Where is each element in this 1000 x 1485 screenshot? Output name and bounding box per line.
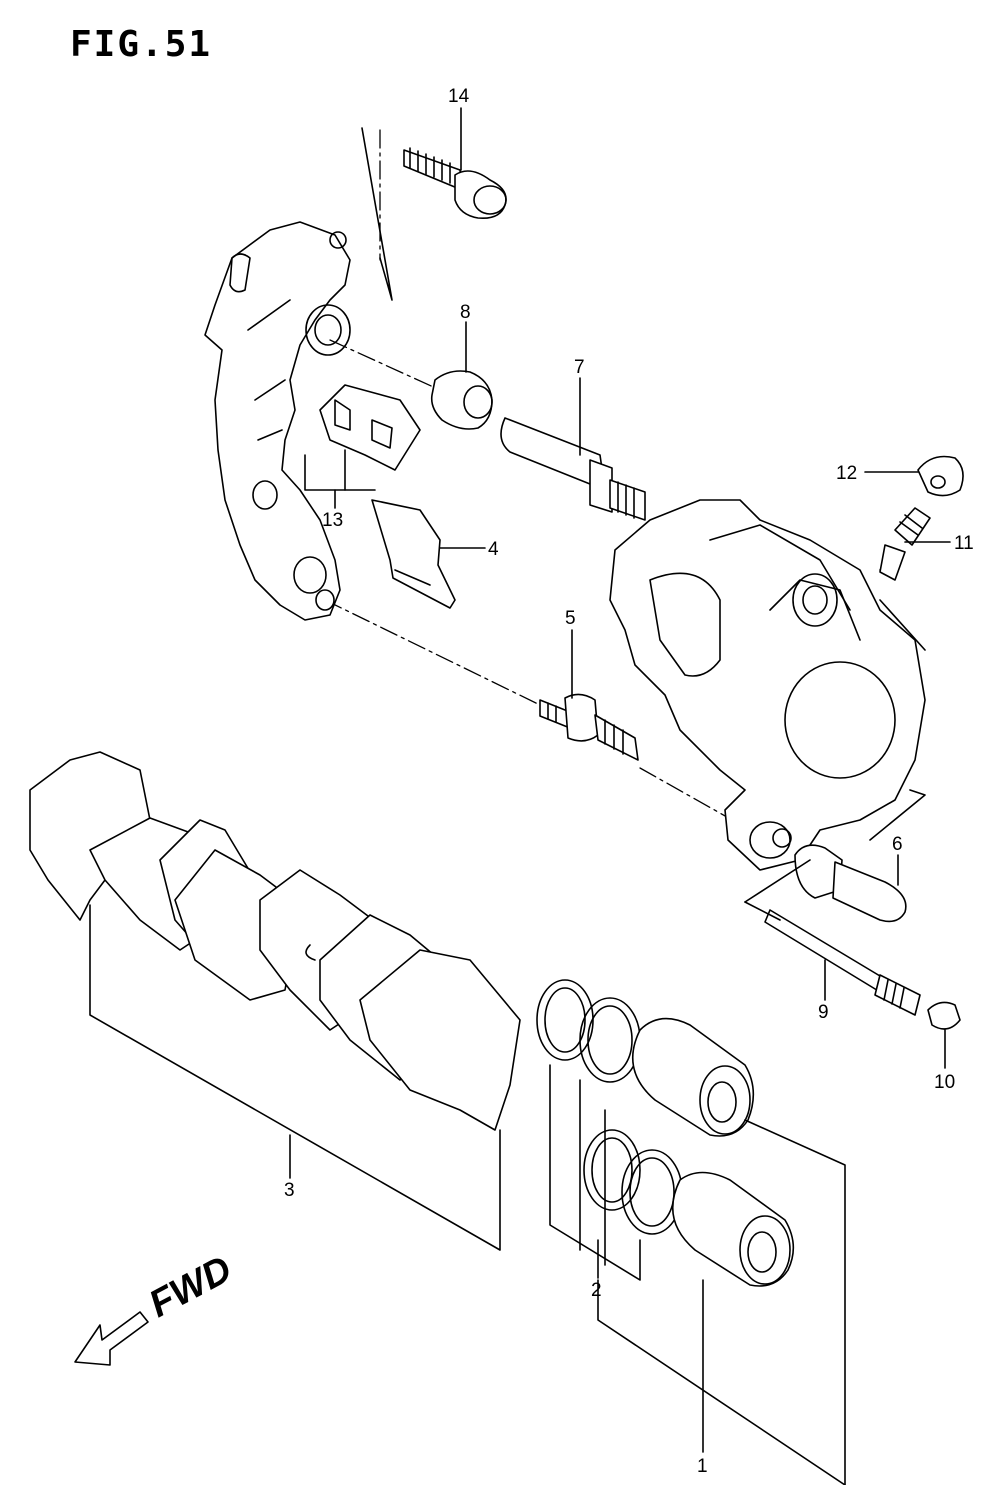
callout-6: 6 (892, 834, 903, 855)
part-1-pistons (632, 1017, 795, 1287)
part-4-shim (371, 499, 456, 609)
fwd-label: FWD (143, 1248, 239, 1326)
callout-8: 8 (460, 302, 471, 323)
part-13-pad-spring (319, 384, 421, 471)
caliper-bracket (204, 221, 351, 621)
callout-10: 10 (934, 1072, 955, 1093)
part-14-bolt (403, 147, 507, 220)
part-11-bleeder (879, 507, 931, 581)
callout-11: 11 (954, 533, 974, 554)
part-2-seals (536, 979, 683, 1235)
forward-direction-indicator: FWD (74, 1248, 239, 1366)
callout-9: 9 (818, 1002, 829, 1023)
caliper-body (609, 499, 926, 871)
part-6-pin (794, 844, 907, 923)
part-12-cap (917, 455, 964, 497)
part-3-brake-pads (29, 751, 521, 1131)
part-5-stud-bolt (539, 693, 639, 761)
callout-5: 5 (565, 608, 576, 629)
figure-title: FIG.51 (70, 24, 213, 65)
part-7-slide-pin (500, 417, 646, 521)
callout-1: 1 (697, 1456, 708, 1477)
callout-2: 2 (591, 1280, 602, 1301)
callout-13: 13 (322, 510, 343, 531)
part-8-boot (430, 370, 493, 430)
callout-3: 3 (284, 1180, 295, 1201)
callout-numbers: 14 8 7 12 11 13 4 5 6 9 10 3 2 1 (284, 86, 974, 1477)
part-10-plug (927, 1001, 961, 1030)
callout-7: 7 (574, 357, 585, 378)
callout-14: 14 (448, 86, 470, 107)
forward-arrow-icon (74, 1311, 149, 1366)
callout-12: 12 (836, 463, 857, 484)
callout-4: 4 (488, 539, 499, 560)
callout-brackets (89, 127, 926, 1485)
leader-lines (289, 107, 951, 1453)
part-9-pad-pin (764, 909, 921, 1016)
